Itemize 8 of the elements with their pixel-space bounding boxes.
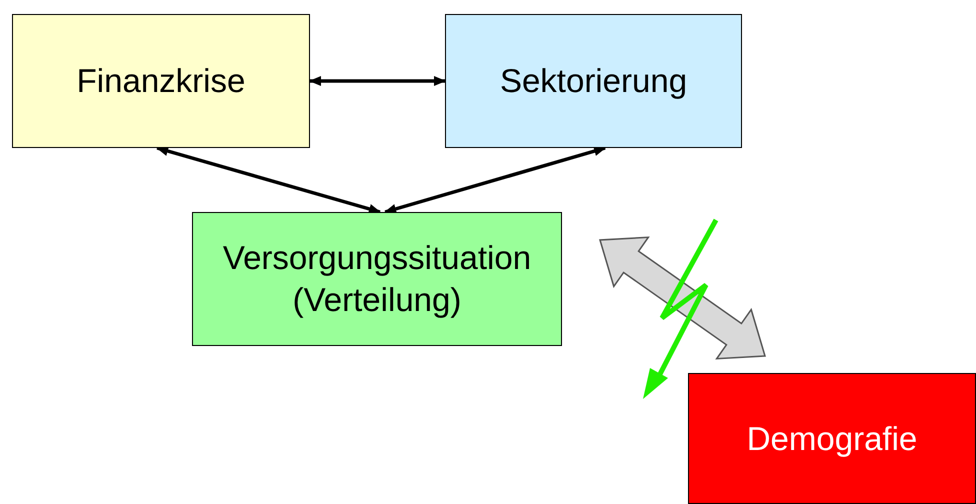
arrow — [309, 76, 446, 86]
process-box: Demografie — [688, 373, 976, 504]
arrow — [156, 146, 381, 214]
double-block-arrow — [599, 236, 766, 360]
process-box: Sektorierung — [445, 14, 742, 148]
process-box: Versorgungssituation (Verteilung) — [192, 212, 562, 346]
process-box: Finanzkrise — [12, 14, 310, 148]
arrow — [384, 146, 606, 214]
